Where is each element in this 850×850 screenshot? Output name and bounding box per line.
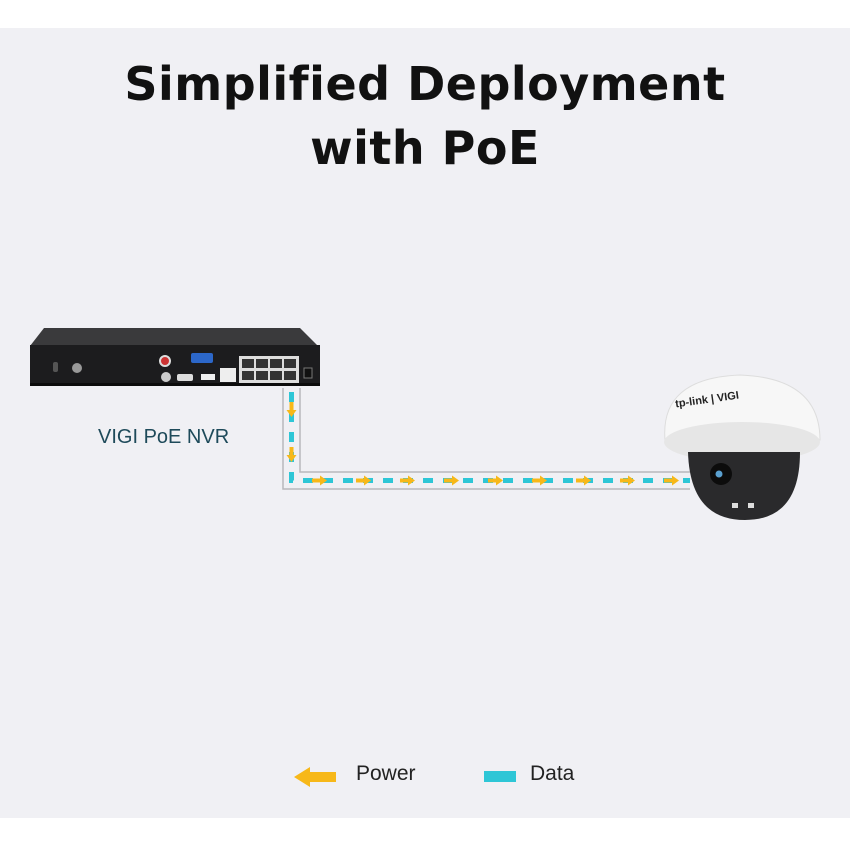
nvr-device: [30, 328, 320, 386]
audio-port-icon: [159, 355, 171, 367]
hdmi-port-icon: [177, 374, 193, 381]
bnc-port-icon: [161, 372, 171, 382]
power-port-icon: [303, 367, 313, 379]
power-legend-icon: [294, 767, 336, 787]
lock-slot-icon: [53, 362, 58, 372]
data-legend-icon: [484, 771, 516, 782]
usb-port-icon: [201, 374, 215, 380]
ground-screw-icon: [72, 363, 82, 373]
title-line-1: Simplified Deployment: [124, 57, 726, 111]
nvr-label: VIGI PoE NVR: [98, 426, 230, 448]
power-arrow: [400, 475, 415, 486]
poe-cable: [282, 388, 690, 490]
power-arrow: [356, 475, 371, 486]
legend-data-label: Data: [530, 762, 575, 785]
dome-camera: [664, 374, 821, 520]
legend-power-label: Power: [356, 762, 416, 785]
power-arrow: [620, 475, 635, 486]
power-arrow: [532, 475, 547, 486]
power-arrow: [444, 475, 459, 486]
power-arrows: [286, 402, 679, 486]
lan-port-icon: [220, 368, 236, 382]
page-title: Simplified Deployment with PoE: [0, 52, 850, 180]
power-arrow: [286, 447, 297, 462]
power-arrow: [286, 402, 297, 417]
data-line: [289, 392, 690, 483]
power-arrow: [576, 475, 591, 486]
power-arrow: [488, 475, 503, 486]
vga-port-icon: [191, 353, 213, 363]
power-arrow: [664, 475, 679, 486]
title-line-2: with PoE: [310, 121, 540, 175]
power-arrow: [312, 475, 327, 486]
